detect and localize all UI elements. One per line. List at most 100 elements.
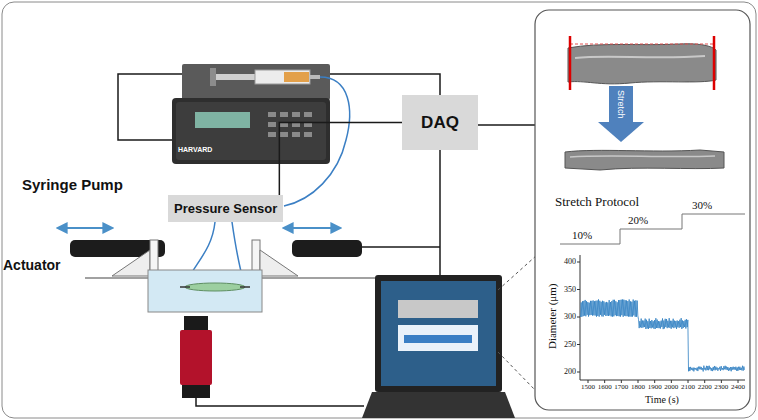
camera-lens bbox=[184, 316, 208, 330]
tick-mark bbox=[654, 380, 655, 383]
tick-label: 200 bbox=[564, 367, 576, 376]
pump-panel bbox=[176, 102, 326, 160]
syringe-tip bbox=[310, 75, 320, 79]
motion-arrow bbox=[58, 227, 112, 229]
arrow-label: Stretch bbox=[616, 90, 626, 119]
box-label: DAQ bbox=[421, 113, 459, 133]
tick-mark bbox=[738, 380, 739, 383]
actuator-wire bbox=[362, 246, 440, 248]
syringe-pump bbox=[172, 64, 330, 164]
signal-wire bbox=[279, 123, 402, 196]
daq-wire bbox=[478, 124, 535, 126]
bracket bbox=[112, 250, 150, 276]
tick-mark bbox=[577, 262, 580, 263]
step-label: 20% bbox=[628, 214, 648, 227]
diameter-trace bbox=[580, 299, 744, 371]
tick-label: 350 bbox=[564, 285, 576, 294]
tick-mark bbox=[577, 317, 580, 318]
pump-body bbox=[172, 98, 330, 164]
camera-wire bbox=[196, 398, 364, 406]
tick-label: 1800 bbox=[631, 383, 645, 391]
tick-label: 1600 bbox=[598, 383, 612, 391]
vessel-highlight bbox=[575, 56, 705, 58]
step-label: 30% bbox=[692, 199, 712, 212]
tick-mark bbox=[588, 380, 589, 383]
vessel-highlight bbox=[570, 156, 715, 157]
zoom-line bbox=[498, 255, 537, 290]
motion-arrow bbox=[284, 227, 340, 229]
bracket bbox=[260, 250, 298, 276]
step-label: 10% bbox=[572, 229, 592, 242]
reference-line bbox=[570, 44, 714, 45]
tick-label: 2400 bbox=[731, 383, 745, 391]
tick-mark bbox=[671, 380, 672, 383]
shape-part bbox=[304, 132, 312, 137]
process-box: Pressure Sensor bbox=[168, 195, 283, 222]
clamp-mark bbox=[713, 36, 716, 90]
plunger-rod bbox=[216, 74, 256, 80]
protocol-title: Stretch Protocol bbox=[555, 195, 639, 210]
tick-label: 2100 bbox=[681, 383, 695, 391]
axis-title: Time (s) bbox=[645, 394, 679, 406]
tick-mark bbox=[577, 344, 580, 345]
brand-text: HARVARD bbox=[178, 146, 212, 154]
camera bbox=[180, 316, 212, 398]
laptop-screen bbox=[375, 275, 502, 392]
stretch-arrow bbox=[609, 86, 633, 122]
shape-part bbox=[280, 112, 288, 117]
tick-label: 1700 bbox=[614, 383, 628, 391]
pump-display bbox=[195, 112, 250, 128]
screen-image bbox=[398, 300, 478, 318]
plunger-head bbox=[210, 68, 216, 86]
tick-mark bbox=[638, 380, 639, 383]
protocol-steps bbox=[560, 214, 745, 244]
syringe-barrel bbox=[255, 70, 310, 84]
cannula bbox=[240, 286, 250, 288]
shape-part bbox=[268, 122, 276, 127]
panel-frame bbox=[535, 10, 750, 410]
tick-label: 2300 bbox=[714, 383, 728, 391]
laptop-wire bbox=[439, 150, 441, 275]
tick-label: 250 bbox=[564, 340, 576, 349]
bath bbox=[148, 270, 262, 312]
component-label: Actuator bbox=[3, 257, 61, 273]
axis-title: Diameter (μm) bbox=[547, 283, 560, 348]
result-panel bbox=[535, 10, 750, 410]
tick-mark bbox=[721, 380, 722, 383]
pump-keypad bbox=[268, 112, 312, 137]
laptop bbox=[362, 255, 537, 418]
laptop-keyboard bbox=[362, 392, 515, 418]
tick-mark bbox=[704, 380, 705, 383]
stretch-arrowhead bbox=[598, 122, 644, 142]
syringe-fluid bbox=[284, 72, 309, 82]
screen-trace bbox=[404, 335, 472, 343]
vessel-image bbox=[568, 44, 716, 84]
tick-mark bbox=[577, 289, 580, 290]
shape-part bbox=[292, 112, 300, 117]
shape-part bbox=[280, 132, 288, 137]
shape-part bbox=[268, 112, 276, 117]
tick-label: 1900 bbox=[648, 383, 662, 391]
stretched-vessel bbox=[565, 150, 724, 170]
pump-tube bbox=[284, 77, 350, 206]
process-box: DAQ bbox=[402, 95, 478, 150]
cannula bbox=[180, 286, 190, 288]
camera-base bbox=[182, 385, 210, 398]
tick-mark bbox=[577, 372, 580, 373]
shape-part bbox=[304, 112, 312, 117]
tick-label: 400 bbox=[564, 257, 576, 266]
pump-carriage bbox=[182, 64, 330, 100]
screen-area bbox=[381, 281, 496, 386]
tick-mark bbox=[688, 380, 689, 383]
bath-chamber bbox=[148, 270, 262, 312]
actuator-body bbox=[292, 240, 362, 257]
shape-part bbox=[268, 132, 276, 137]
wires bbox=[118, 74, 535, 406]
screen-plot bbox=[398, 325, 478, 351]
tick-mark bbox=[621, 380, 622, 383]
camera-body bbox=[180, 330, 212, 385]
